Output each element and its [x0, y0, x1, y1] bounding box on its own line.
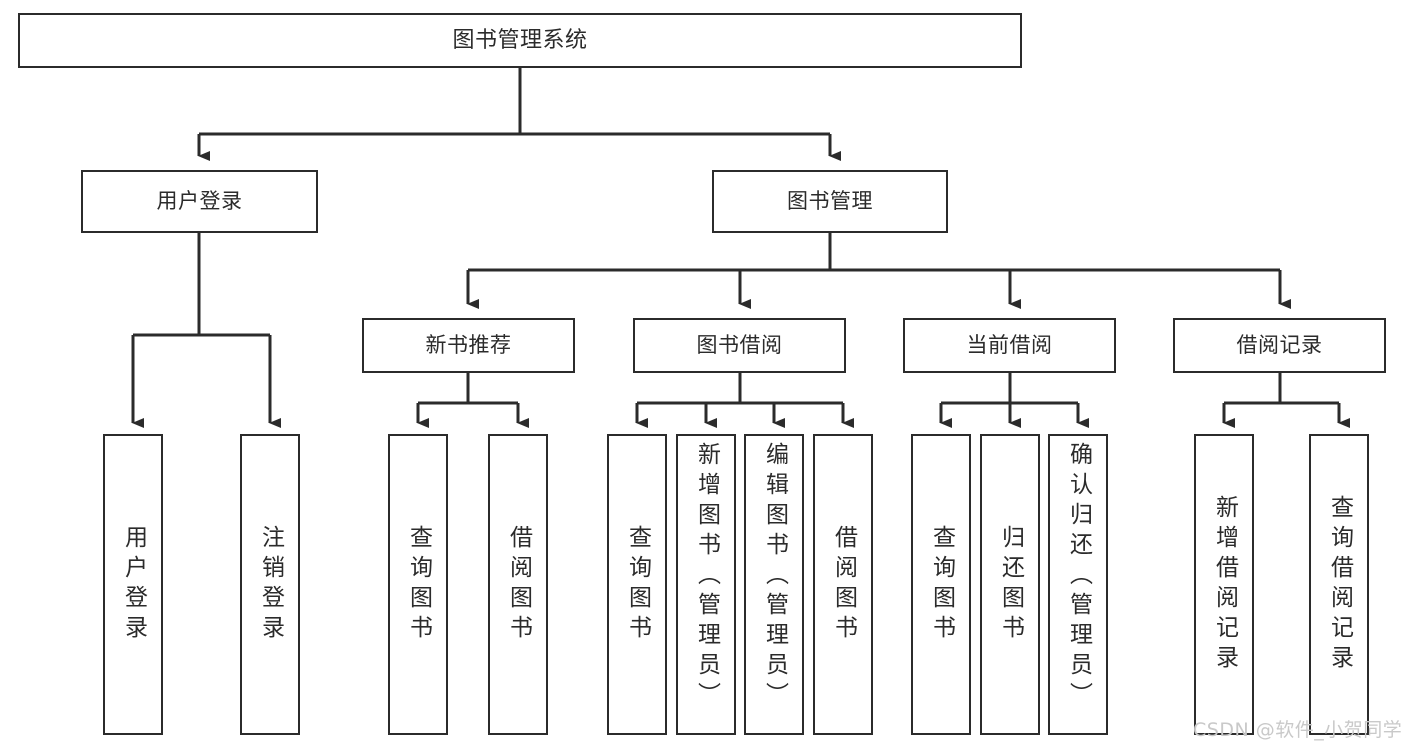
node-leaf-return-book-label: 归还图书: [997, 524, 1024, 645]
node-book-manage-label: 图书管理: [787, 189, 873, 214]
node-leaf-query-book-1-label: 查询图书: [405, 524, 432, 645]
node-user-login-label: 用户登录: [156, 189, 243, 214]
node-leaf-confirm-return[interactable]: 确认归还（管理员）: [1048, 434, 1108, 735]
node-leaf-logout[interactable]: 注销登录: [240, 434, 300, 735]
node-leaf-borrow-book-1[interactable]: 借阅图书: [488, 434, 548, 735]
node-leaf-add-book-label: 新增图书（管理员）: [693, 442, 720, 712]
node-leaf-edit-book-label: 编辑图书（管理员）: [761, 442, 788, 712]
node-leaf-borrow-book-2[interactable]: 借阅图书: [813, 434, 873, 735]
node-leaf-user-login[interactable]: 用户登录: [103, 434, 163, 735]
node-new-book-rec-label: 新书推荐: [425, 333, 512, 358]
node-leaf-query-book-1[interactable]: 查询图书: [388, 434, 448, 735]
node-root-label: 图书管理系统: [452, 27, 588, 53]
node-leaf-borrow-book-1-label: 借阅图书: [505, 524, 532, 645]
node-leaf-add-book[interactable]: 新增图书（管理员）: [676, 434, 736, 735]
node-borrow-record[interactable]: 借阅记录: [1173, 318, 1386, 373]
node-leaf-logout-label: 注销登录: [257, 524, 284, 645]
node-new-book-rec[interactable]: 新书推荐: [362, 318, 575, 373]
node-leaf-query-book-2[interactable]: 查询图书: [607, 434, 667, 735]
node-leaf-query-book-3[interactable]: 查询图书: [911, 434, 971, 735]
node-root[interactable]: 图书管理系统: [18, 13, 1022, 68]
node-book-borrow-label: 图书借阅: [696, 333, 783, 358]
node-leaf-query-book-3-label: 查询图书: [928, 524, 955, 645]
node-leaf-return-book[interactable]: 归还图书: [980, 434, 1040, 735]
node-leaf-add-record-label: 新增借阅记录: [1211, 494, 1238, 675]
node-book-manage[interactable]: 图书管理: [712, 170, 948, 233]
node-leaf-query-book-2-label: 查询图书: [624, 524, 651, 645]
node-leaf-user-login-label: 用户登录: [120, 524, 147, 645]
node-leaf-query-record-label: 查询借阅记录: [1326, 494, 1353, 675]
node-book-borrow[interactable]: 图书借阅: [633, 318, 846, 373]
node-leaf-add-record[interactable]: 新增借阅记录: [1194, 434, 1254, 735]
node-leaf-edit-book[interactable]: 编辑图书（管理员）: [744, 434, 804, 735]
node-borrow-record-label: 借阅记录: [1236, 333, 1323, 358]
node-current-borrow[interactable]: 当前借阅: [903, 318, 1116, 373]
node-user-login[interactable]: 用户登录: [81, 170, 318, 233]
node-leaf-confirm-return-label: 确认归还（管理员）: [1065, 442, 1092, 712]
node-leaf-query-record[interactable]: 查询借阅记录: [1309, 434, 1369, 735]
node-current-borrow-label: 当前借阅: [966, 333, 1053, 358]
node-leaf-borrow-book-2-label: 借阅图书: [830, 524, 857, 645]
